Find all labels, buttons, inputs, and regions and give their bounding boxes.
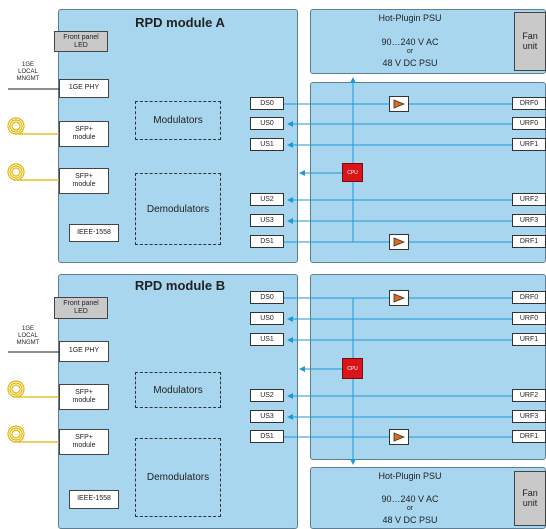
psu-a-line1: 90…240 V AC xyxy=(381,37,439,47)
port-a-urf2: URF2 xyxy=(512,193,546,206)
port-b-urf1: URF1 xyxy=(512,333,546,346)
port-a-us0: US0 xyxy=(250,117,284,130)
ieee-1558-a: IEEE-1558 xyxy=(69,224,119,242)
port-b-ds1: DS1 xyxy=(250,430,284,443)
port-b-drf0: DRF0 xyxy=(512,291,546,304)
port-b-us0: US0 xyxy=(250,312,284,325)
local-mngmt-label-a: 1GE LOCAL MNGMT xyxy=(16,62,40,82)
modulators-a: Modulators xyxy=(135,101,221,140)
sfp-module-b-2: SFP+ module xyxy=(59,429,109,455)
amplifier-b-ds1 xyxy=(389,429,409,445)
psu-a-or: or xyxy=(406,48,414,55)
local-mngmt-label-b: 1GE LOCAL MNGMT xyxy=(16,326,40,346)
ieee-1558-b: IEEE-1558 xyxy=(69,490,119,509)
phy-b: 1GE PHY xyxy=(59,341,109,362)
port-b-urf0: URF0 xyxy=(512,312,546,325)
psu-b-or: or xyxy=(406,505,414,512)
sfp-module-b-1: SFP+ module xyxy=(59,384,109,410)
fan-unit-a: Fan unit xyxy=(514,12,546,71)
port-b-drf1: DRF1 xyxy=(512,430,546,443)
amplifier-b-ds0 xyxy=(389,290,409,306)
port-a-urf1: URF1 xyxy=(512,138,546,151)
port-a-us2: US2 xyxy=(250,193,284,206)
port-a-us1: US1 xyxy=(250,138,284,151)
front-panel-led-a: Front panel LED xyxy=(54,31,108,52)
port-b-us3: US3 xyxy=(250,410,284,423)
psu-a-title: Hot-Plugin PSU xyxy=(378,13,442,23)
rpd-module-b-title: RPD module B xyxy=(134,278,226,293)
demodulators-a: Demodulators xyxy=(135,173,221,245)
phy-a: 1GE PHY xyxy=(59,79,109,98)
fan-unit-b: Fan unit xyxy=(514,471,546,526)
port-a-drf1: DRF1 xyxy=(512,235,546,248)
psu-a-panel xyxy=(310,9,546,74)
sfp-module-a-2: SFP+ module xyxy=(59,168,109,194)
modulators-b: Modulators xyxy=(135,372,221,408)
cpu-b: CPU xyxy=(342,358,363,379)
port-b-urf2: URF2 xyxy=(512,389,546,402)
port-a-ds1: DS1 xyxy=(250,235,284,248)
port-a-ds0: DS0 xyxy=(250,97,284,110)
port-b-us2: US2 xyxy=(250,389,284,402)
port-a-drf0: DRF0 xyxy=(512,97,546,110)
sfp-module-a-1: SFP+ module xyxy=(59,121,109,147)
front-panel-led-b: Front panel LED xyxy=(54,297,108,319)
psu-a-line2: 48 V DC PSU xyxy=(382,58,438,68)
port-b-urf3: URF3 xyxy=(512,410,546,423)
amplifier-a-ds1 xyxy=(389,234,409,250)
demodulators-b: Demodulators xyxy=(135,438,221,517)
port-b-ds0: DS0 xyxy=(250,291,284,304)
port-b-us1: US1 xyxy=(250,333,284,346)
port-a-us3: US3 xyxy=(250,214,284,227)
port-a-urf3: URF3 xyxy=(512,214,546,227)
psu-b-title: Hot-Plugin PSU xyxy=(378,471,442,481)
rpd-module-a-title: RPD module A xyxy=(135,15,225,30)
cpu-a: CPU xyxy=(342,163,363,182)
psu-b-line2: 48 V DC PSU xyxy=(382,515,438,525)
amplifier-a-ds0 xyxy=(389,96,409,112)
port-a-urf0: URF0 xyxy=(512,117,546,130)
psu-b-line1: 90…240 V AC xyxy=(381,494,439,504)
